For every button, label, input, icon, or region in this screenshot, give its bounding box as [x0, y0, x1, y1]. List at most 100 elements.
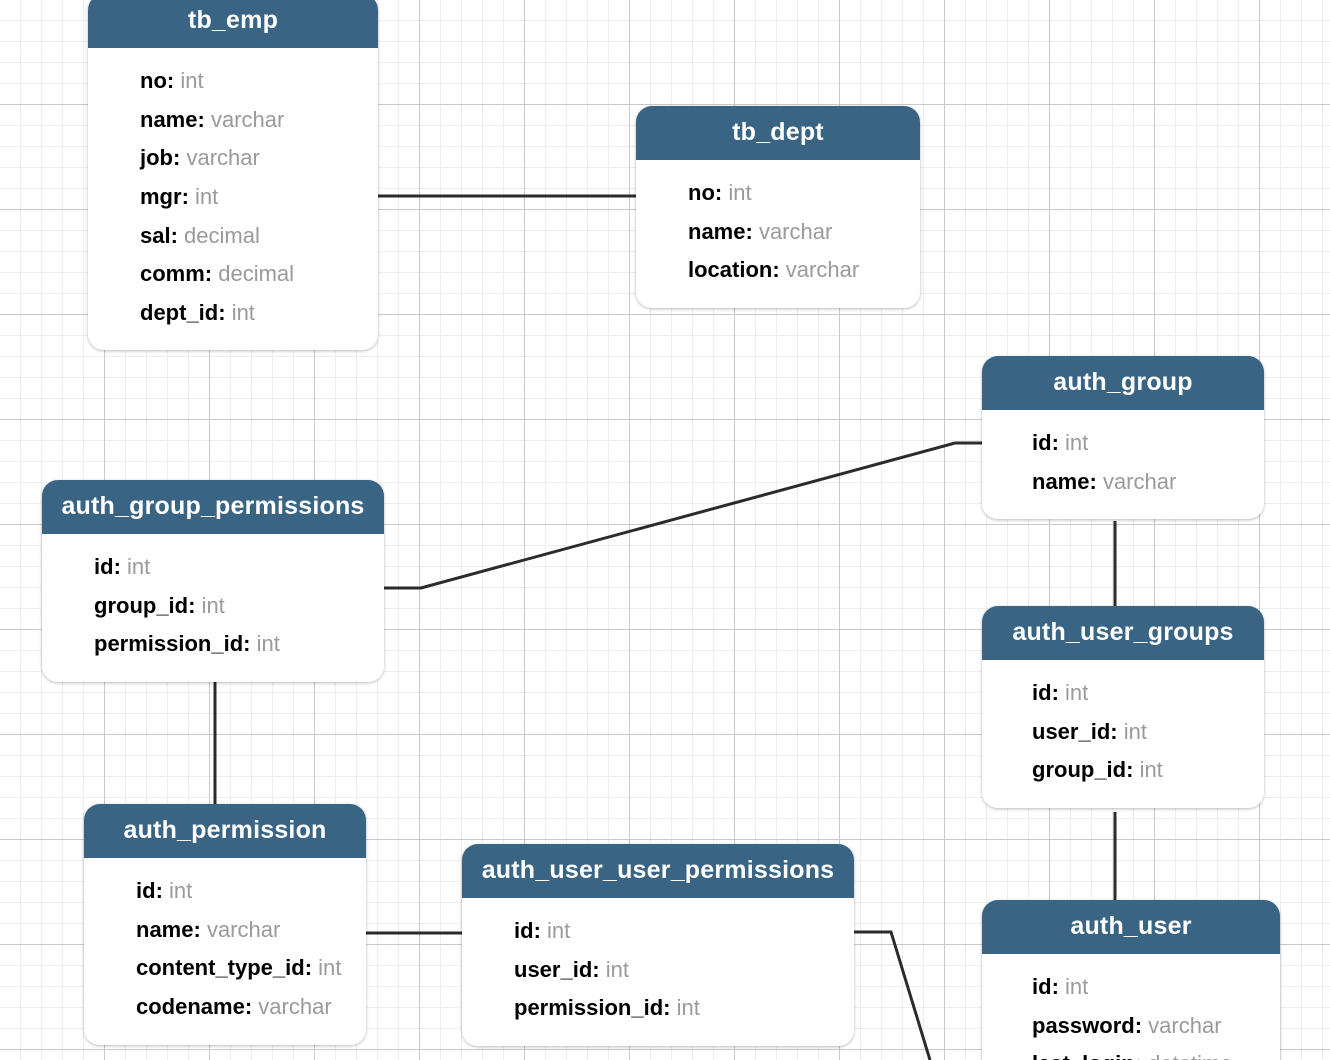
field-row: name: varchar: [636, 213, 920, 252]
field-separator: :: [170, 222, 185, 248]
field-type: varchar: [758, 218, 833, 244]
field-type: int: [318, 955, 342, 981]
entity-title-tb-emp: tb_emp: [88, 0, 378, 48]
field-type: int: [676, 995, 700, 1021]
field-row: codename: varchar: [84, 988, 366, 1027]
field-name: no: [140, 68, 167, 93]
field-row: id: int: [84, 872, 366, 911]
field-separator: :: [204, 261, 219, 287]
field-name: comm: [140, 261, 205, 287]
field-separator: :: [304, 955, 319, 981]
field-name: permission_id: [94, 631, 244, 657]
field-type: int: [1065, 680, 1089, 705]
field-type: varchar: [206, 916, 281, 942]
field-separator: :: [1135, 1051, 1148, 1060]
field-row: name: varchar: [982, 463, 1264, 502]
field-name: group_id: [1032, 757, 1127, 783]
field-type: int: [547, 918, 571, 943]
entity-tb-dept[interactable]: tb_dept no: int name: varchar location: …: [636, 106, 920, 308]
field-type: int: [127, 554, 151, 579]
entity-tb-emp[interactable]: tb_emp no: int name: varchar job: varcha…: [88, 0, 378, 351]
entity-title-auth-user: auth_user: [982, 900, 1280, 954]
entity-fields-auth-user: id: int password: varchar last_login: da…: [982, 954, 1280, 1060]
field-name: id: [514, 918, 534, 943]
field-name: no: [688, 180, 715, 205]
field-name: dept_id: [140, 299, 219, 325]
field-row: comm: decimal: [88, 255, 378, 294]
field-separator: :: [155, 878, 170, 903]
field-name: id: [1032, 974, 1052, 999]
field-type: varchar: [1102, 468, 1177, 494]
field-type: int: [1139, 757, 1163, 783]
relationship-line-uup-offscreen: [854, 930, 932, 1060]
field-row: name: varchar: [88, 101, 378, 140]
field-name: user_id: [514, 956, 593, 982]
field-type: int: [1065, 430, 1089, 455]
field-separator: :: [1134, 1012, 1149, 1038]
field-name: id: [136, 878, 156, 903]
field-row: no: int: [636, 174, 920, 213]
field-name: id: [1032, 430, 1052, 455]
field-separator: :: [113, 554, 128, 579]
field-row: name: varchar: [84, 911, 366, 950]
relationship-line-agp-group: [384, 441, 982, 590]
entity-fields-auth-group-permissions: id: int group_id: int permission_id: int: [42, 534, 384, 682]
field-name: name: [140, 106, 198, 132]
entity-title-auth-group: auth_group: [982, 356, 1264, 410]
entity-auth-permission[interactable]: auth_permission id: int name: varchar co…: [84, 804, 366, 1045]
field-type: varchar: [186, 145, 260, 171]
field-type: int: [201, 592, 225, 618]
field-row: content_type_id: int: [84, 949, 366, 988]
field-name: name: [136, 916, 194, 942]
entity-fields-auth-user-user-permissions: id: int user_id: int permission_id: int: [462, 898, 854, 1046]
field-separator: :: [772, 257, 786, 283]
field-type: decimal: [218, 261, 295, 287]
field-type: int: [605, 956, 629, 982]
field-separator: :: [1051, 680, 1066, 705]
entity-title-auth-group-permissions: auth_group_permissions: [42, 480, 384, 534]
field-separator: :: [1051, 974, 1066, 999]
field-row: id: int: [982, 968, 1280, 1007]
field-name: codename: [136, 993, 245, 1019]
field-type: int: [231, 299, 255, 325]
field-name: name: [688, 218, 746, 244]
entity-title-auth-user-groups: auth_user_groups: [982, 606, 1264, 660]
field-separator: :: [1126, 757, 1140, 783]
field-separator: :: [533, 918, 548, 943]
field-type: int: [195, 183, 219, 209]
entity-fields-auth-group: id: int name: varchar: [982, 410, 1264, 520]
field-separator: :: [193, 916, 207, 942]
field-separator: :: [244, 993, 259, 1019]
field-row: mgr: int: [88, 178, 378, 217]
entity-auth-group-permissions[interactable]: auth_group_permissions id: int group_id:…: [42, 480, 384, 682]
field-separator: :: [1051, 430, 1066, 455]
entity-fields-auth-permission: id: int name: varchar content_type_id: i…: [84, 858, 366, 1045]
entity-auth-user-groups[interactable]: auth_user_groups id: int user_id: int gr…: [982, 606, 1264, 808]
field-row: sal: decimal: [88, 217, 378, 256]
field-name: permission_id: [514, 995, 664, 1021]
field-type: int: [256, 631, 280, 657]
entity-fields-tb-emp: no: int name: varchar job: varchar mgr: …: [88, 48, 378, 351]
field-row: user_id: int: [982, 713, 1264, 752]
field-row: user_id: int: [462, 951, 854, 990]
field-name: location: [688, 257, 773, 283]
entity-title-tb-dept: tb_dept: [636, 106, 920, 160]
entity-auth-user-user-permissions[interactable]: auth_user_user_permissions id: int user_…: [462, 844, 854, 1046]
entity-auth-group[interactable]: auth_group id: int name: varchar: [982, 356, 1264, 520]
field-row: job: varchar: [88, 139, 378, 178]
field-type: datetime: [1148, 1051, 1232, 1060]
field-name: content_type_id: [136, 955, 305, 981]
field-separator: :: [181, 183, 196, 209]
entity-auth-user[interactable]: auth_user id: int password: varchar last…: [982, 900, 1280, 1060]
field-type: int: [728, 180, 752, 205]
field-row: no: int: [88, 62, 378, 101]
field-row: dept_id: int: [88, 294, 378, 333]
field-row: location: varchar: [636, 251, 920, 290]
field-separator: :: [218, 299, 232, 325]
field-type: varchar: [258, 993, 332, 1019]
field-row: permission_id: int: [462, 989, 854, 1028]
field-name: id: [1032, 680, 1052, 705]
field-row: group_id: int: [982, 751, 1264, 790]
field-separator: :: [188, 592, 202, 618]
